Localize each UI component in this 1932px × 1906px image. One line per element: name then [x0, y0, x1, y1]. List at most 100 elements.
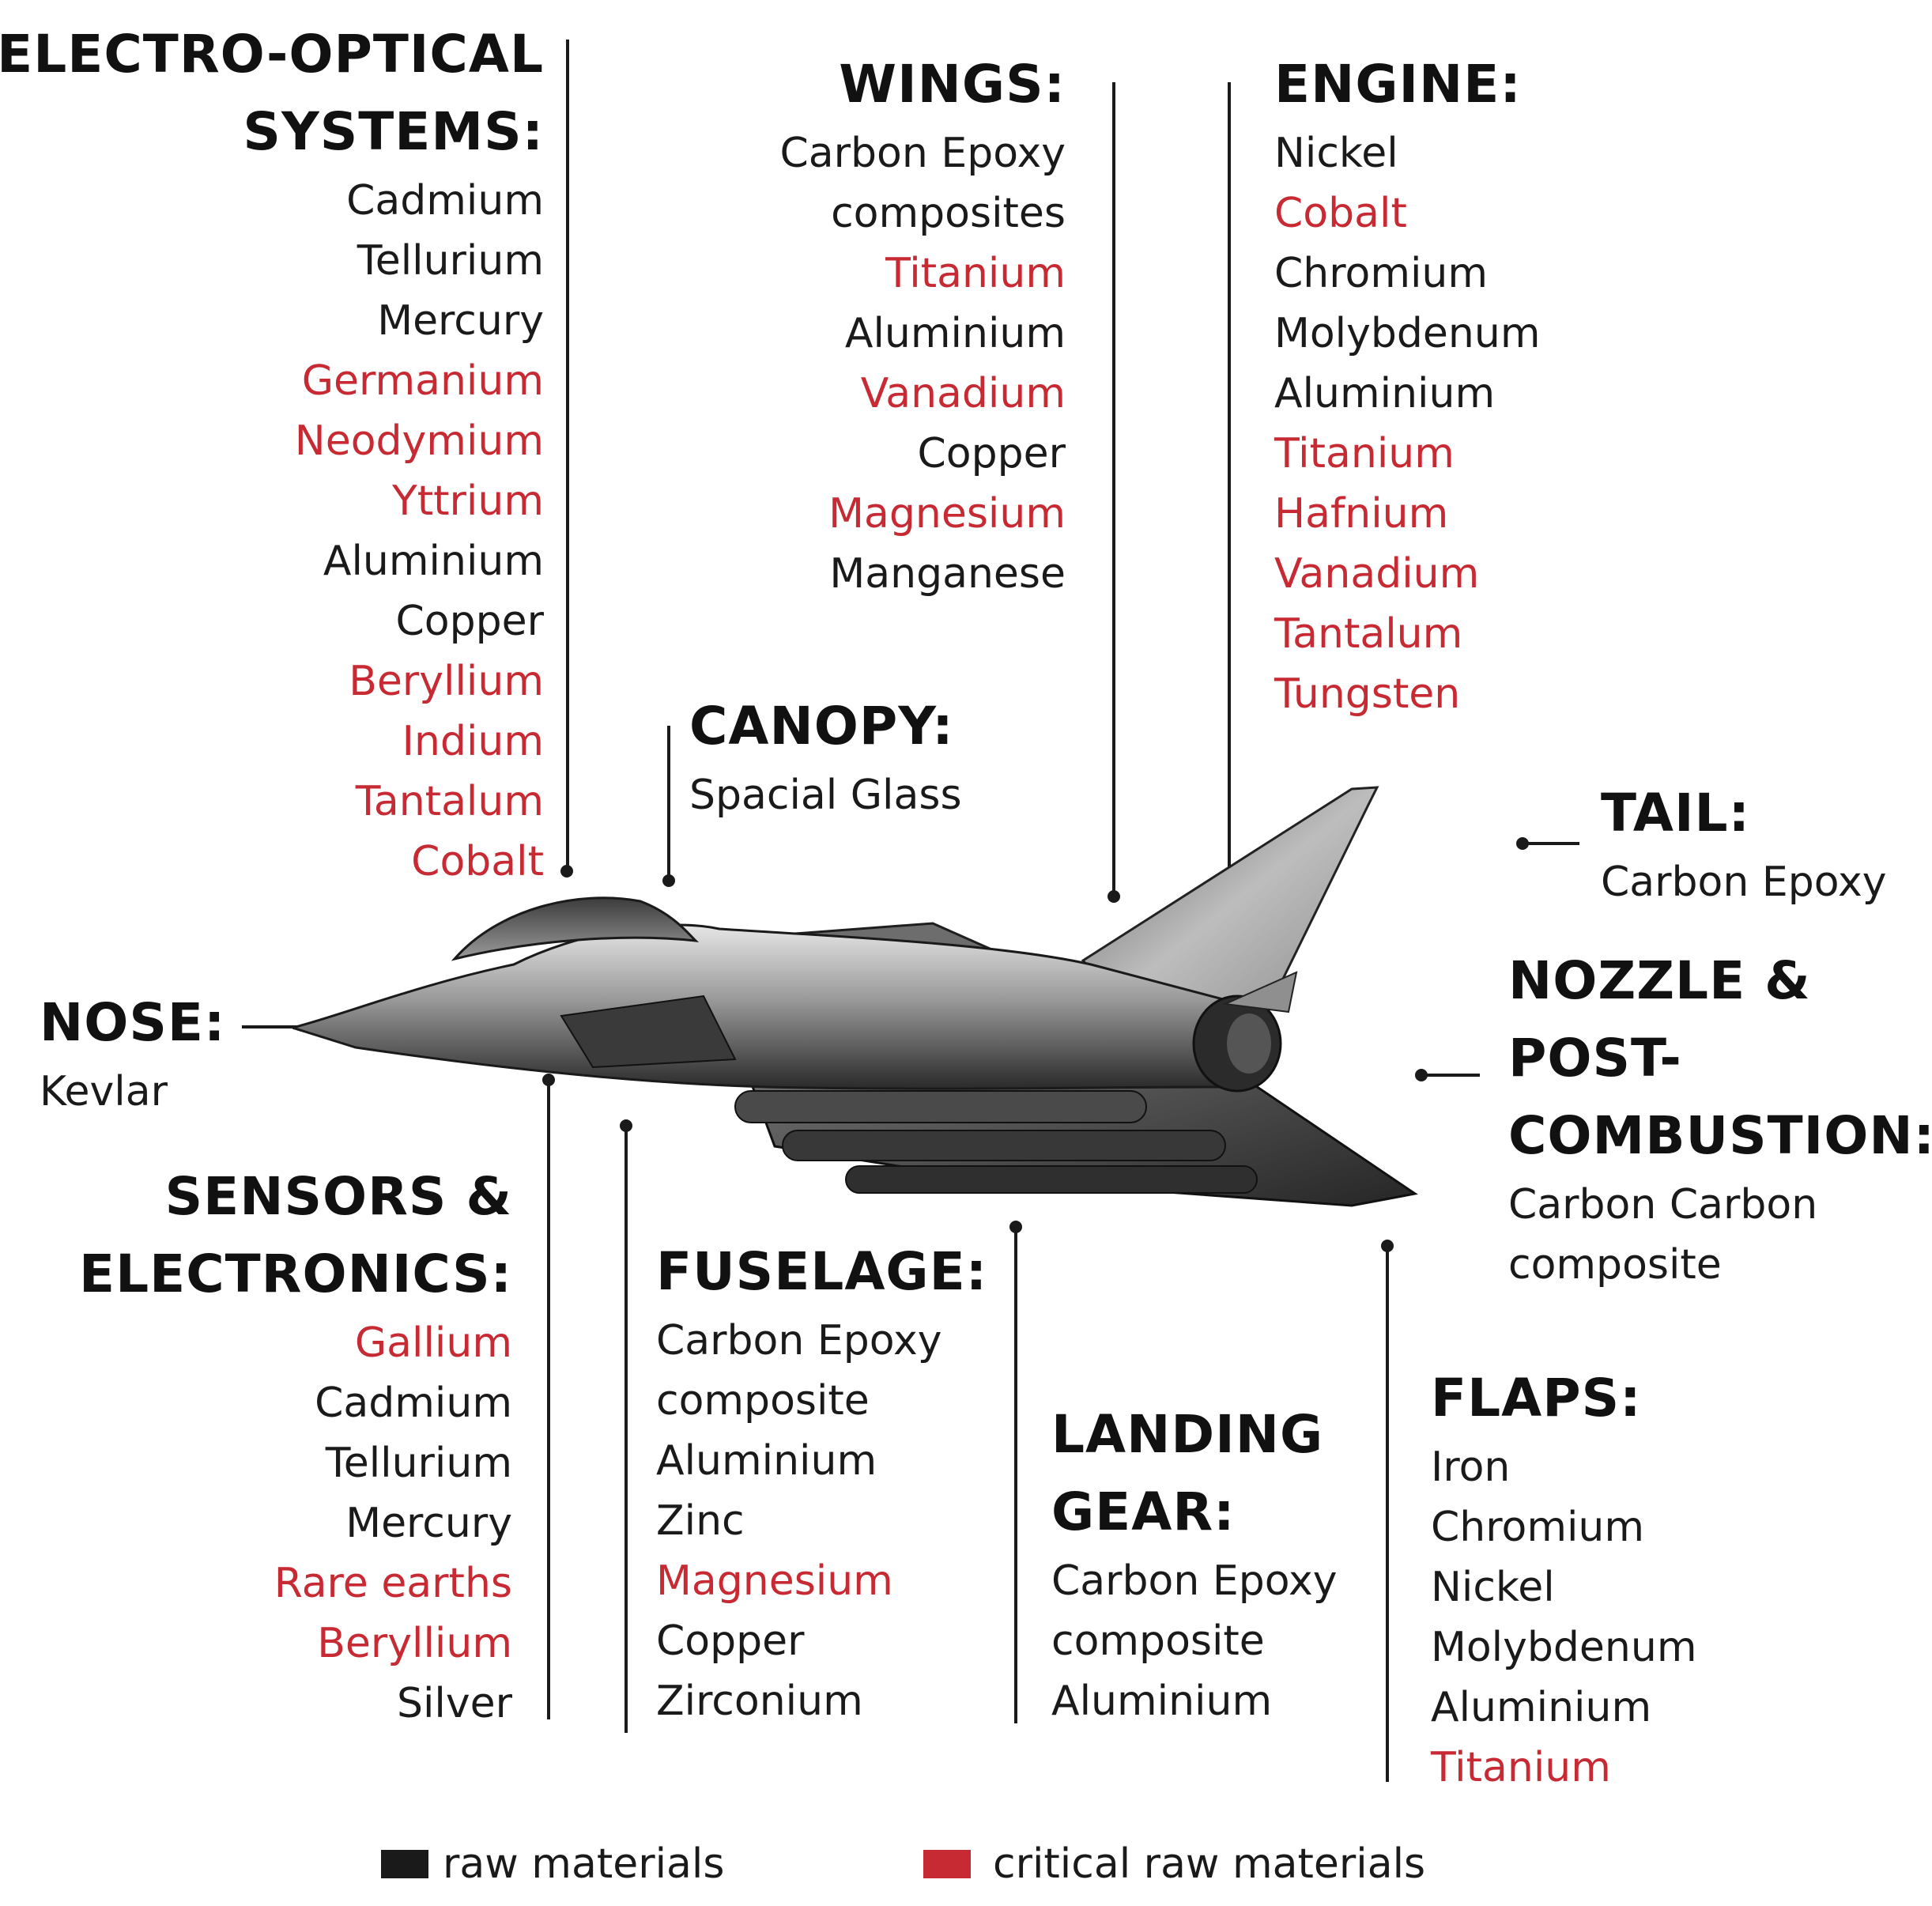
component-nose: NOSE: Kevlar: [40, 984, 225, 1122]
wings-material-item: Copper: [917, 430, 1066, 477]
flaps-material-item: Aluminium: [1431, 1684, 1652, 1731]
fuselage-material-item: Aluminium: [656, 1437, 877, 1485]
wings-material-item: Aluminium: [844, 310, 1066, 357]
nose-material-item: Kevlar: [40, 1068, 168, 1115]
landing-gear-material-item: Aluminium: [1051, 1678, 1273, 1725]
sensors-material-item: Rare earths: [274, 1560, 512, 1607]
flaps-title-line: FLAPS:: [1431, 1368, 1642, 1429]
electro-optical-material-item: Tantalum: [355, 778, 544, 825]
sensors-material-item: Cadmium: [315, 1379, 512, 1427]
fuselage-title-line: FUSELAGE:: [656, 1241, 988, 1302]
canopy-title-line: CANOPY:: [689, 696, 954, 757]
fuselage-material-item: Magnesium: [656, 1557, 893, 1605]
leader-dot-landing-gear: [1009, 1221, 1022, 1233]
electro-optical-material-item: Aluminium: [323, 538, 544, 585]
wings-material-item: Carbon Epoxy: [779, 130, 1066, 177]
landing-gear-material-item: composite: [1051, 1617, 1265, 1665]
electro-optical-material-item: Cobalt: [411, 838, 544, 885]
tail-title-line: TAIL:: [1601, 783, 1750, 844]
component-tail: TAIL:Carbon Epoxy: [1601, 775, 1887, 912]
leader-dot-wings: [1108, 890, 1120, 903]
landing-gear-material-item: Carbon Epoxy: [1051, 1557, 1338, 1605]
landing-gear-title-line: GEAR:: [1051, 1481, 1236, 1542]
legend-swatch-critical: [923, 1850, 971, 1878]
leader-line-wings: [1112, 82, 1115, 896]
leader-line-fuselage: [625, 1124, 628, 1733]
leader-dot-flaps: [1381, 1240, 1394, 1252]
leader-dot-sensors: [542, 1074, 555, 1086]
fuselage-material-item: Carbon Epoxy: [656, 1317, 942, 1364]
leader-line-nozzle: [1423, 1074, 1480, 1077]
sensors-material-item: Tellurium: [325, 1440, 512, 1487]
leader-line-landing-gear: [1014, 1225, 1017, 1723]
component-canopy: CANOPY: Spacial Glass: [689, 688, 962, 825]
engine-material-item: Cobalt: [1274, 190, 1407, 237]
leader-line-canopy: [667, 726, 670, 876]
flaps-material-item: Titanium: [1431, 1744, 1611, 1791]
nozzle-title-line: POST-: [1508, 1028, 1682, 1089]
nozzle-material-item: Carbon Carbon: [1508, 1181, 1818, 1229]
engine-material-item: Aluminium: [1274, 370, 1496, 417]
fuselage-material-item: composite: [656, 1377, 870, 1425]
leader-dot-electro-optical: [560, 865, 573, 878]
flaps-material-item: Nickel: [1431, 1564, 1555, 1611]
electro-optical-material-item: Mercury: [377, 297, 544, 345]
wings-material-item: Titanium: [885, 250, 1066, 297]
nozzle-material-item: composite: [1508, 1241, 1722, 1289]
legend-label-raw: raw materials: [443, 1840, 725, 1888]
flaps-material-item: Molybdenum: [1431, 1624, 1697, 1671]
leader-dot-fuselage: [620, 1119, 632, 1132]
engine-material-item: Nickel: [1274, 130, 1398, 177]
legend-label-critical: critical raw materials: [993, 1840, 1426, 1888]
electro-optical-material-item: Cadmium: [346, 177, 544, 225]
leader-line-flaps: [1386, 1244, 1389, 1782]
engine-material-item: Vanadium: [1274, 550, 1480, 598]
sensors-title-line: SENSORS &: [164, 1166, 512, 1227]
wings-material-item: composites: [831, 190, 1066, 237]
leader-line-sensors: [547, 1079, 550, 1719]
engine-material-item: Tantalum: [1274, 610, 1463, 658]
engine-material-item: Hafnium: [1274, 490, 1449, 538]
electro-optical-material-item: Beryllium: [349, 658, 544, 705]
electro-optical-material-item: Yttrium: [392, 477, 544, 525]
sensors-material-item: Beryllium: [317, 1620, 512, 1667]
wings-title-line: WINGS:: [839, 54, 1066, 115]
canopy-material-item: Spacial Glass: [689, 772, 962, 819]
engine-material-item: Chromium: [1274, 250, 1489, 297]
flaps-material-item: Chromium: [1431, 1504, 1645, 1551]
electro-optical-material-item: Copper: [395, 598, 544, 645]
leader-line-electro-optical: [566, 40, 569, 870]
leader-dot-nozzle: [1415, 1069, 1428, 1081]
wings-material-item: Vanadium: [860, 370, 1066, 417]
electro-optical-title-line: ELECTRO-OPTICAL: [0, 24, 544, 85]
electro-optical-material-item: Indium: [402, 718, 544, 765]
leader-line-tail: [1526, 842, 1579, 845]
leader-dot-tail: [1516, 837, 1529, 850]
engine-material-item: Titanium: [1274, 430, 1455, 477]
leader-line-engine: [1228, 82, 1231, 1007]
flaps-material-item: Iron: [1431, 1444, 1511, 1491]
wings-material-item: Magnesium: [828, 490, 1066, 538]
engine-material-item: Tungsten: [1274, 670, 1461, 718]
landing-gear-title-line: LANDING: [1051, 1404, 1324, 1465]
wings-material-item: Manganese: [829, 550, 1066, 598]
sensors-title-line: ELECTRONICS:: [79, 1244, 512, 1304]
sensors-material-item: Mercury: [345, 1500, 512, 1547]
electro-optical-material-item: Germanium: [301, 357, 544, 405]
leader-dot-canopy: [662, 874, 675, 887]
electro-optical-material-item: Neodymium: [294, 417, 544, 465]
nose-title-line: NOSE:: [40, 992, 226, 1053]
engine-title-line: ENGINE:: [1274, 54, 1522, 115]
fighter-jet-illustration: [292, 786, 1418, 1207]
fuselage-material-item: Zinc: [656, 1497, 745, 1545]
fuselage-material-item: Zirconium: [656, 1678, 863, 1725]
sensors-material-item: Gallium: [354, 1319, 512, 1367]
electro-optical-material-item: Tellurium: [357, 237, 544, 285]
